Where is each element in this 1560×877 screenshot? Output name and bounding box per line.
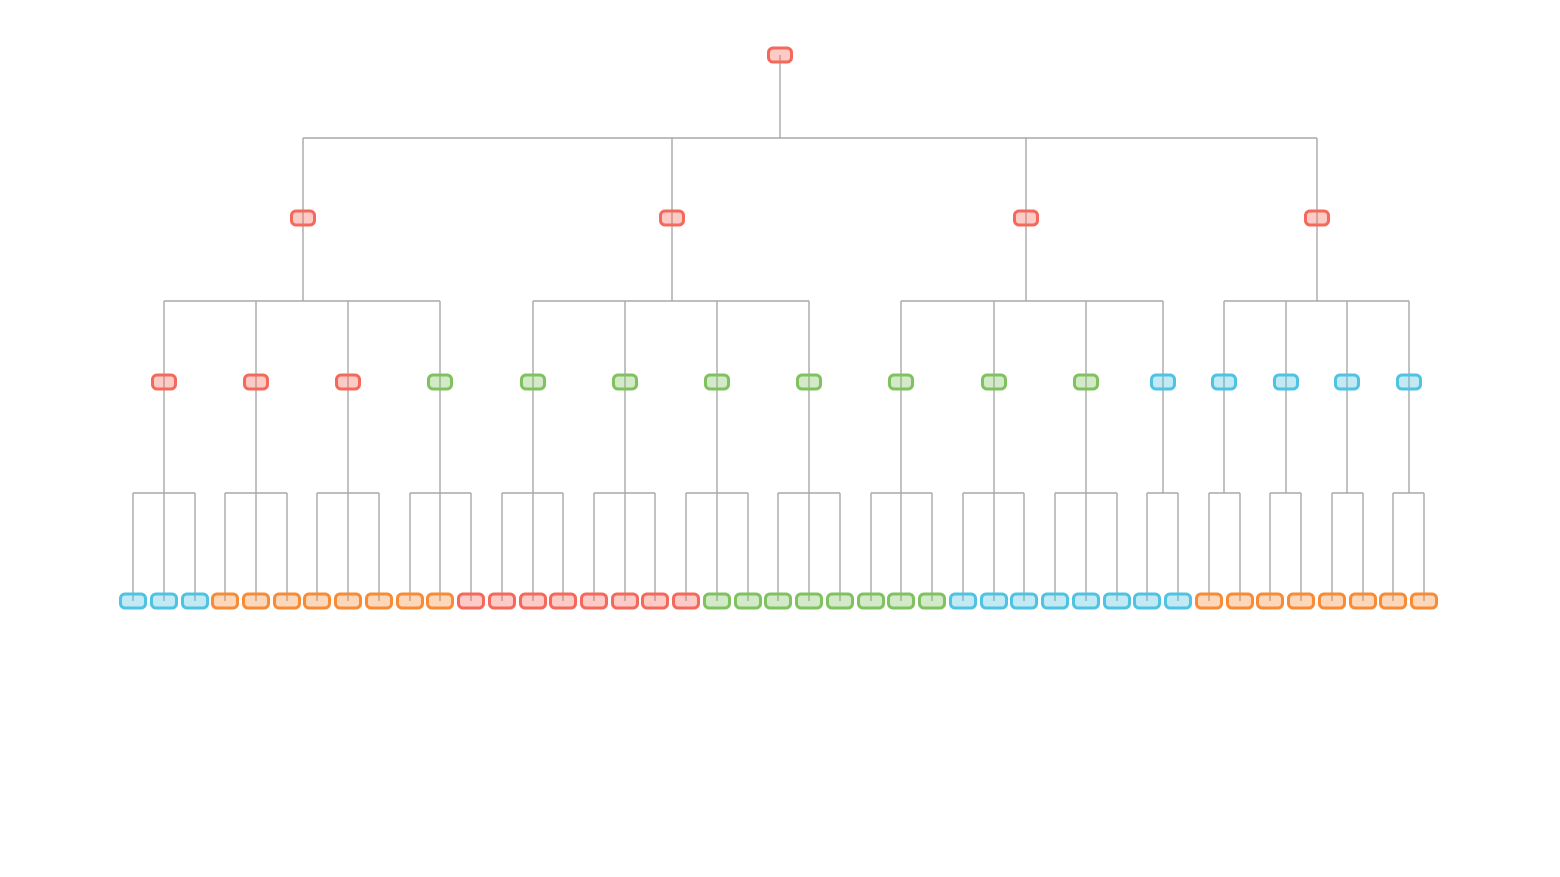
tree-node-orange-leaf[interactable] (1318, 592, 1346, 610)
tree-node-orange-leaf[interactable] (1226, 592, 1254, 610)
tree-node-green[interactable] (796, 373, 822, 391)
tree-node-red[interactable] (1013, 209, 1039, 227)
tree-node-red-leaf[interactable] (641, 592, 669, 610)
tree-node-orange-leaf[interactable] (396, 592, 424, 610)
tree-node-orange-leaf[interactable] (1287, 592, 1315, 610)
tree-node-cyan[interactable] (1273, 373, 1299, 391)
tree-node-green[interactable] (981, 373, 1007, 391)
tree-node-cyan-leaf[interactable] (119, 592, 147, 610)
tree-node-cyan[interactable] (1396, 373, 1422, 391)
tree-node-red-leaf[interactable] (672, 592, 700, 610)
tree-node-orange-leaf[interactable] (273, 592, 301, 610)
tree-node-green[interactable] (427, 373, 453, 391)
tree-node-orange-leaf[interactable] (334, 592, 362, 610)
tree-node-red[interactable] (335, 373, 361, 391)
tree-node-green-leaf[interactable] (703, 592, 731, 610)
tree-node-red[interactable] (151, 373, 177, 391)
tree-node-green[interactable] (1073, 373, 1099, 391)
tree-node-red-leaf[interactable] (580, 592, 608, 610)
tree-node-cyan-leaf[interactable] (1072, 592, 1100, 610)
tree-node-green[interactable] (704, 373, 730, 391)
tree-node-orange-leaf[interactable] (303, 592, 331, 610)
tree-node-cyan[interactable] (1334, 373, 1360, 391)
tree-node-green[interactable] (612, 373, 638, 391)
tree-node-cyan[interactable] (1150, 373, 1176, 391)
tree-node-orange-leaf[interactable] (211, 592, 239, 610)
tree-node-orange-leaf[interactable] (426, 592, 454, 610)
tree-node-red[interactable] (243, 373, 269, 391)
tree-node-orange-leaf[interactable] (1379, 592, 1407, 610)
tree-node-red[interactable] (290, 209, 316, 227)
tree-node-red[interactable] (659, 209, 685, 227)
tree-node-red-leaf[interactable] (611, 592, 639, 610)
tree-node-root-red[interactable] (767, 46, 793, 64)
tree-node-red-leaf[interactable] (488, 592, 516, 610)
tree-node-red-leaf[interactable] (549, 592, 577, 610)
tree-node-cyan-leaf[interactable] (150, 592, 178, 610)
tree-nodes (119, 46, 1438, 610)
tree-node-cyan-leaf[interactable] (1041, 592, 1069, 610)
tree-node-orange-leaf[interactable] (1410, 592, 1438, 610)
tree-node-cyan-leaf[interactable] (1133, 592, 1161, 610)
tree-node-green[interactable] (520, 373, 546, 391)
tree-node-green-leaf[interactable] (764, 592, 792, 610)
tree-node-cyan-leaf[interactable] (1103, 592, 1131, 610)
tree-node-orange-leaf[interactable] (1256, 592, 1284, 610)
tree-node-orange-leaf[interactable] (1349, 592, 1377, 610)
tree-node-green-leaf[interactable] (795, 592, 823, 610)
tree-edges (132, 55, 1425, 601)
tree-node-cyan-leaf[interactable] (980, 592, 1008, 610)
tree-node-red[interactable] (1304, 209, 1330, 227)
tree-node-cyan-leaf[interactable] (1010, 592, 1038, 610)
tree-node-red-leaf[interactable] (457, 592, 485, 610)
tree-node-green-leaf[interactable] (857, 592, 885, 610)
tree-node-cyan-leaf[interactable] (1164, 592, 1192, 610)
tree-node-red-leaf[interactable] (519, 592, 547, 610)
tree-node-orange-leaf[interactable] (242, 592, 270, 610)
tree-node-green-leaf[interactable] (918, 592, 946, 610)
tree-node-orange-leaf[interactable] (1195, 592, 1223, 610)
tree-node-cyan-leaf[interactable] (949, 592, 977, 610)
tree-node-green[interactable] (888, 373, 914, 391)
tree-node-green-leaf[interactable] (734, 592, 762, 610)
tree-node-orange-leaf[interactable] (365, 592, 393, 610)
tree-node-cyan[interactable] (1211, 373, 1237, 391)
tree-node-cyan-leaf[interactable] (181, 592, 209, 610)
tree-node-green-leaf[interactable] (887, 592, 915, 610)
tree-node-green-leaf[interactable] (826, 592, 854, 610)
